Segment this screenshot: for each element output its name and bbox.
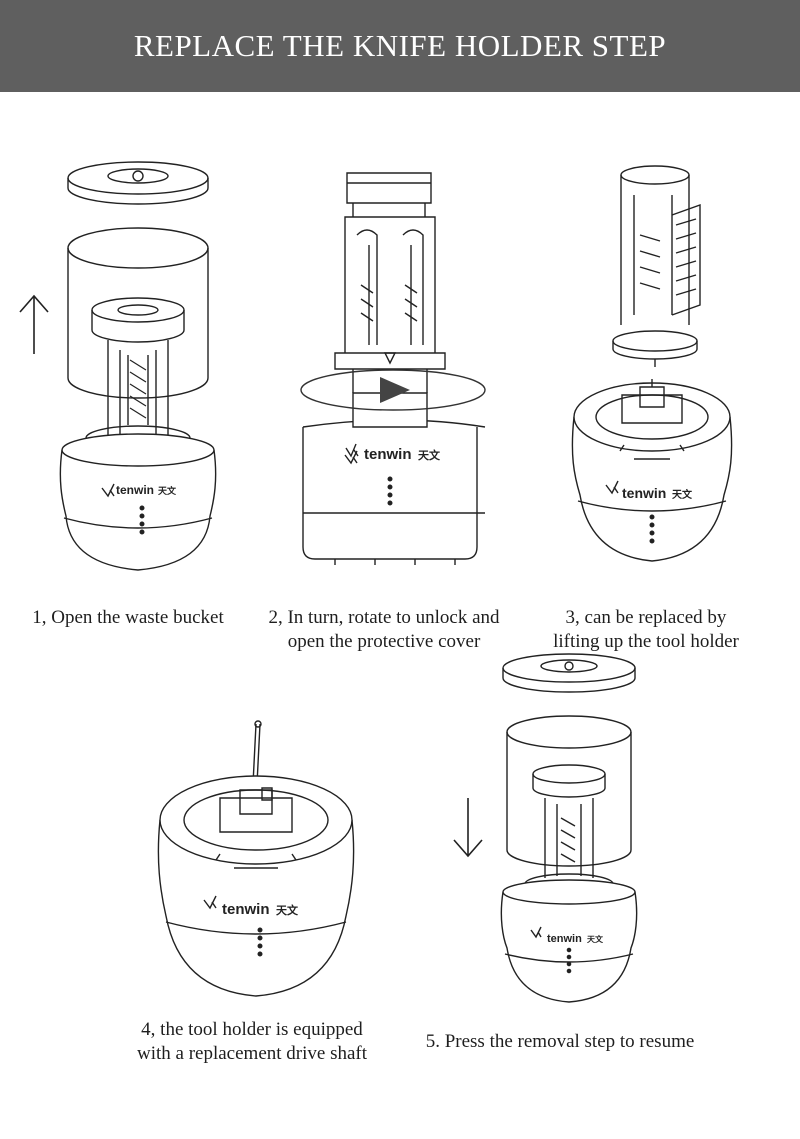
brand-label-4: tenwin <box>222 901 270 918</box>
step-5-illustration: tenwin 天文 <box>495 648 645 1008</box>
brand-mark-2: tenwin 天文 <box>338 440 441 463</box>
step-5-caption: 5. Press the removal step to resume <box>425 1031 695 1052</box>
brand-label-5: tenwin <box>547 933 582 945</box>
step-2-illustration <box>295 165 495 565</box>
brand-chinese-3: 天文 <box>672 488 693 501</box>
step-4-caption: 4, the tool holder is equipped with a re… <box>136 1019 367 1064</box>
step-3-caption: 3, can be replaced by lifting up the too… <box>553 607 739 652</box>
step-3-illustration: tenwin 天文 <box>560 155 740 575</box>
brand-chinese-4: 天文 <box>276 903 299 917</box>
brand-label-3: tenwin <box>622 485 666 501</box>
brand-chinese-5: 天文 <box>587 934 604 944</box>
arrow-up-icon <box>14 290 54 360</box>
header-banner: REPLACE THE KNIFE HOLDER STEP <box>0 0 800 92</box>
brand-label-1: tenwin <box>116 483 154 497</box>
rotate-arrow-icon <box>298 365 488 415</box>
brand-label-2: tenwin <box>364 446 412 463</box>
step-4-illustration: tenwin 天文 <box>150 720 360 1000</box>
brand-chinese-1: 天文 <box>158 485 177 496</box>
step-1-caption: 1, Open the waste bucket <box>32 607 224 628</box>
arrow-down-icon <box>448 796 488 862</box>
step-2-caption: 2, In turn, rotate to unlock and open th… <box>268 607 500 652</box>
page-title: REPLACE THE KNIFE HOLDER STEP <box>133 28 667 63</box>
brand-chinese-2: 天文 <box>418 448 441 462</box>
step-1-illustration: tenwin 天文 <box>10 150 240 570</box>
